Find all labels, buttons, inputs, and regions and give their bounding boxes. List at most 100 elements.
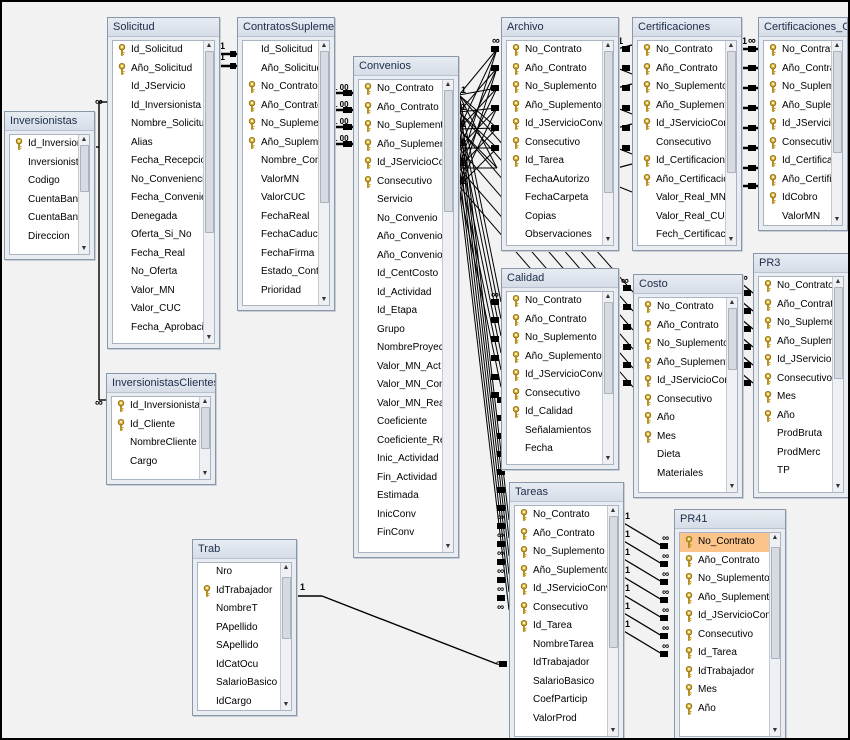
field-row[interactable]: FechaReal bbox=[243, 208, 318, 227]
scroll-thumb[interactable] bbox=[80, 145, 89, 192]
field-row[interactable]: NombreCliente bbox=[112, 434, 199, 453]
field-row[interactable]: Valor_Real_MN bbox=[638, 189, 725, 208]
relationship-line[interactable] bbox=[458, 94, 498, 129]
field-row[interactable]: Inic_Actividad bbox=[359, 450, 442, 469]
field-row[interactable]: Servicio bbox=[359, 191, 442, 210]
field-row[interactable]: Año_Contrato bbox=[639, 317, 726, 336]
field-row[interactable]: Id_Cliente bbox=[112, 416, 199, 435]
scroll-down-icon[interactable]: ▼ bbox=[80, 245, 88, 252]
field-row[interactable]: Dieta bbox=[639, 446, 726, 465]
field-row[interactable]: Coeficiente bbox=[359, 413, 442, 432]
vertical-scrollbar[interactable]: ▲▼ bbox=[280, 563, 291, 710]
field-row[interactable]: FechaCarpeta bbox=[507, 189, 602, 208]
scroll-down-icon[interactable]: ▼ bbox=[609, 727, 617, 734]
field-row[interactable]: Fecha_Conveniencia bbox=[113, 189, 203, 208]
field-row[interactable]: No_Suplemento bbox=[515, 543, 607, 562]
field-row[interactable]: No_Contrato bbox=[507, 292, 602, 311]
relationship-line[interactable] bbox=[458, 147, 510, 575]
relationship-line[interactable] bbox=[616, 163, 633, 169]
scroll-thumb[interactable] bbox=[444, 90, 453, 212]
field-row[interactable]: Id_Inversionista bbox=[113, 97, 203, 116]
scroll-up-icon[interactable]: ▲ bbox=[609, 507, 617, 514]
field-row[interactable]: ValorMN bbox=[243, 171, 318, 190]
vertical-scrollbar[interactable]: ▲▼ bbox=[607, 506, 618, 736]
scroll-thumb[interactable] bbox=[604, 302, 613, 394]
field-row[interactable]: Consecutivo bbox=[359, 173, 442, 192]
field-list[interactable]: No_ContratoAño_ContratoNo_SuplementoAño_… bbox=[763, 40, 843, 226]
field-row[interactable]: Observaciones bbox=[507, 226, 602, 245]
scroll-up-icon[interactable]: ▲ bbox=[80, 136, 88, 143]
field-row[interactable]: Mes bbox=[639, 428, 726, 447]
field-row[interactable]: Estimada bbox=[359, 487, 442, 506]
field-row[interactable]: Consecutivo bbox=[759, 370, 832, 389]
field-row[interactable]: Prioridad bbox=[243, 282, 318, 301]
field-row[interactable]: ValorProd bbox=[515, 710, 607, 729]
field-row[interactable]: Año bbox=[680, 700, 769, 719]
field-row[interactable]: Coeficiente_Real bbox=[359, 432, 442, 451]
scroll-up-icon[interactable]: ▲ bbox=[728, 299, 736, 306]
field-row[interactable]: Fin_Actividad bbox=[359, 469, 442, 488]
field-row[interactable]: Valor_MN_Con bbox=[359, 376, 442, 395]
scroll-down-icon[interactable]: ▼ bbox=[604, 236, 612, 243]
relationship-line[interactable] bbox=[458, 111, 502, 320]
field-row[interactable]: Id_Calidad bbox=[507, 403, 602, 422]
field-row[interactable]: SalarioBasico bbox=[198, 674, 280, 693]
field-row[interactable]: Id_Actividad bbox=[359, 284, 442, 303]
field-row[interactable]: No_Contrato bbox=[638, 41, 725, 60]
field-row[interactable]: Oferta_Si_No bbox=[113, 226, 203, 245]
scroll-down-icon[interactable]: ▼ bbox=[834, 483, 842, 490]
field-row[interactable]: FechaFirma bbox=[243, 245, 318, 264]
field-row[interactable]: Año_Suplemento bbox=[639, 354, 726, 373]
field-row[interactable]: Id_JServicioConvenio bbox=[764, 115, 831, 134]
scroll-down-icon[interactable]: ▼ bbox=[833, 216, 841, 223]
scroll-down-icon[interactable]: ▼ bbox=[205, 334, 213, 341]
field-row[interactable]: Fecha bbox=[507, 440, 602, 459]
field-row[interactable]: Codigo bbox=[10, 172, 78, 191]
table-contratos[interactable]: ContratosSuplementosId_SolicitudAño_Soli… bbox=[237, 17, 335, 311]
scroll-thumb[interactable] bbox=[201, 407, 210, 449]
vertical-scrollbar[interactable]: ▲▼ bbox=[318, 41, 329, 305]
field-row[interactable]: CuentaBancaria bbox=[10, 191, 78, 210]
vertical-scrollbar[interactable]: ▲▼ bbox=[602, 292, 613, 464]
field-row[interactable]: SApellido bbox=[198, 637, 280, 656]
relationship-line[interactable] bbox=[621, 593, 663, 619]
field-row[interactable]: Año bbox=[639, 409, 726, 428]
field-row[interactable]: Mes bbox=[759, 388, 832, 407]
field-row[interactable]: Año_Suplemento bbox=[515, 562, 607, 581]
field-row[interactable]: Año_Convenio bbox=[359, 228, 442, 247]
relationship-line[interactable] bbox=[458, 111, 498, 149]
scroll-thumb[interactable] bbox=[728, 308, 737, 370]
field-row[interactable]: ValorMN bbox=[764, 208, 831, 226]
field-row[interactable]: Consecutivo bbox=[507, 385, 602, 404]
vertical-scrollbar[interactable]: ▲▼ bbox=[725, 41, 736, 245]
field-row[interactable]: Alias bbox=[113, 134, 203, 153]
field-row[interactable]: Id_JServicio bbox=[113, 78, 203, 97]
field-row[interactable]: Id_Inversionista bbox=[10, 135, 78, 154]
relationship-line[interactable] bbox=[458, 48, 498, 96]
field-row[interactable]: Año_Suplemento bbox=[243, 134, 318, 153]
vertical-scrollbar[interactable]: ▲▼ bbox=[831, 41, 842, 225]
field-row[interactable]: Año_Certificacion bbox=[764, 171, 831, 190]
field-row[interactable]: Año_Contrato bbox=[680, 552, 769, 571]
field-row[interactable]: No_Suplemento bbox=[507, 329, 602, 348]
table-title[interactable]: Convenios bbox=[354, 57, 458, 76]
field-row[interactable]: Año_Solicitud bbox=[243, 60, 318, 79]
field-row[interactable]: IdCargo bbox=[198, 693, 280, 711]
scroll-up-icon[interactable]: ▲ bbox=[727, 42, 735, 49]
field-row[interactable]: Mes bbox=[680, 681, 769, 700]
vertical-scrollbar[interactable]: ▲▼ bbox=[78, 135, 89, 254]
field-row[interactable]: Id_JServicioConvenio bbox=[638, 115, 725, 134]
field-row[interactable]: Nombre_Solicitud bbox=[113, 115, 203, 134]
table-title[interactable]: Tareas bbox=[510, 483, 623, 502]
field-row[interactable]: Año_Contrato bbox=[515, 525, 607, 544]
scroll-up-icon[interactable]: ▲ bbox=[444, 81, 452, 88]
field-row[interactable]: No_Suplemento bbox=[639, 335, 726, 354]
field-row[interactable]: Valor_Real_CUC bbox=[638, 208, 725, 227]
relationship-line[interactable] bbox=[621, 611, 663, 637]
